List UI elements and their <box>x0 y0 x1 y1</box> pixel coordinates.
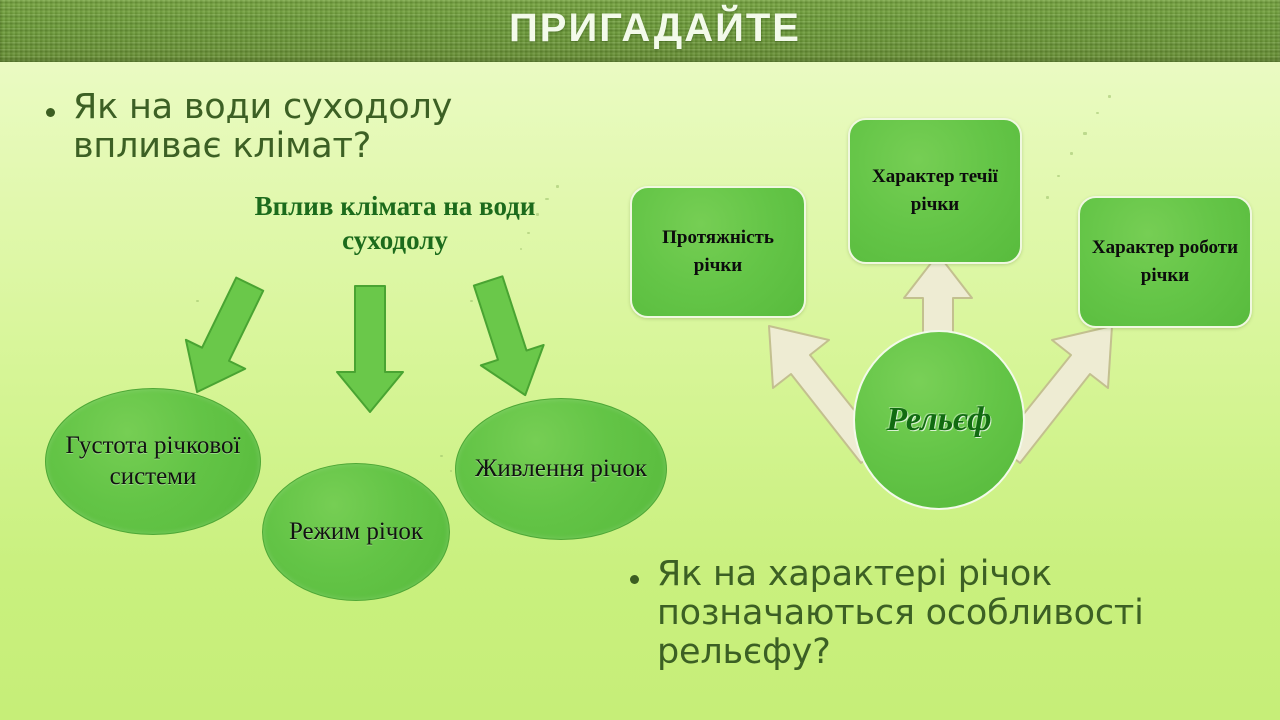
arrow-to-regime-icon <box>336 285 404 413</box>
header-banner <box>0 0 1280 62</box>
decorative-speck <box>536 213 539 216</box>
node-feeding[interactable]: Живлення річок <box>455 398 667 540</box>
arrow-to-feeding-icon <box>472 275 545 397</box>
decorative-speck <box>556 185 559 188</box>
decorative-speck <box>527 232 530 234</box>
node-regime[interactable]: Режим річок <box>262 463 450 601</box>
node-relief-label: Рельєф <box>886 401 992 438</box>
question-relief: Як на характері річок позначаються особл… <box>630 554 1220 673</box>
decorative-speck <box>1096 112 1099 114</box>
decorative-speck <box>470 300 473 302</box>
decorative-speck <box>1046 196 1049 199</box>
node-density[interactable]: Густота річкової системи <box>45 388 261 535</box>
question-relief-text: Як на характері річок позначаються особл… <box>657 554 1144 673</box>
question-climate-text: Як на води суходолу впливає клімат? <box>73 87 453 167</box>
node-river-work-character-label: Характер роботи річки <box>1091 237 1239 286</box>
node-river-work-character[interactable]: Характер роботи річки <box>1078 196 1252 328</box>
decorative-speck <box>1083 132 1087 135</box>
decorative-speck <box>440 455 443 457</box>
node-river-flow-character[interactable]: Характер течії річки <box>848 118 1022 264</box>
arrow-to-density-icon <box>184 276 265 394</box>
decorative-speck <box>450 470 452 472</box>
question-climate: Як на води суходолу впливає клімат? <box>46 87 566 167</box>
node-river-flow-character-label: Характер течії річки <box>872 166 998 215</box>
bullet-dot-icon <box>46 108 55 117</box>
decorative-speck <box>1070 152 1073 155</box>
decorative-speck <box>1108 95 1111 98</box>
node-river-length[interactable]: Протяжність річки <box>630 186 806 318</box>
left-diagram-heading: Вплив клімата на води суходолу <box>254 191 536 255</box>
node-river-length-label: Протяжність річки <box>662 227 774 276</box>
decorative-speck <box>1057 175 1060 177</box>
decorative-speck <box>196 300 199 302</box>
node-feeding-label: Живлення річок <box>475 454 647 482</box>
node-relief[interactable]: Рельєф <box>853 330 1025 510</box>
decorative-speck <box>545 198 549 200</box>
node-regime-label: Режим річок <box>288 517 424 545</box>
bullet-dot-icon <box>630 575 639 584</box>
arrow-to-work-icon <box>997 325 1113 464</box>
node-density-label: Густота річкової системи <box>65 432 241 490</box>
page-title: ПРИГАДАЙТЕ <box>509 6 801 50</box>
decorative-speck <box>520 248 522 250</box>
